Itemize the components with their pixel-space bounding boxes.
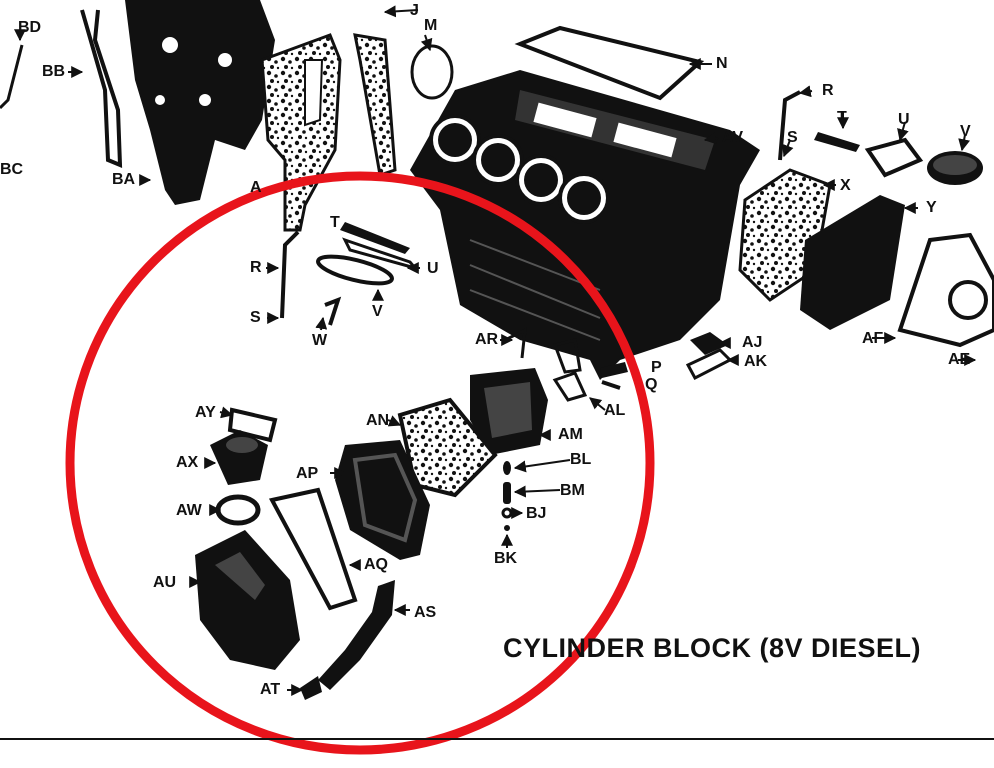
label-ar: AR — [475, 331, 499, 348]
label-v-mid: V — [372, 303, 383, 320]
plug-aj-ak — [685, 332, 733, 381]
clamp-at — [300, 676, 322, 700]
label-j: J — [410, 2, 419, 19]
end-plate-gasket — [260, 33, 397, 232]
label-ay: AY — [195, 404, 216, 421]
label-v-top: V — [960, 123, 971, 140]
diagram-title: CYLINDER BLOCK (8V DIESEL) — [503, 633, 922, 663]
flywheel-gasket-af — [897, 232, 994, 348]
oil-tube-r-mid — [280, 230, 300, 319]
m-ring-seal — [410, 44, 454, 100]
label-r-mid: R — [250, 259, 262, 276]
gasket-ay — [227, 407, 278, 443]
gaskets-al — [552, 338, 588, 402]
oil-tube-r-top — [778, 90, 801, 161]
plug-p-q — [600, 362, 628, 390]
label-au: AU — [153, 574, 177, 591]
gasket-aq — [268, 487, 358, 611]
callout-arrows — [14, 5, 977, 696]
label-ap: AP — [296, 465, 319, 482]
label-bb: BB — [42, 63, 66, 80]
label-bc: BC — [0, 161, 24, 178]
front-gasket-bd — [0, 44, 24, 110]
label-p: P — [651, 359, 662, 376]
label-r-top: R — [822, 82, 834, 99]
label-af: AF — [862, 330, 884, 347]
label-u-mid: U — [427, 260, 439, 277]
label-av: AV — [722, 129, 744, 146]
label-bk: BK — [494, 550, 518, 567]
label-y: Y — [926, 199, 937, 216]
label-an: AN — [366, 412, 390, 429]
cover-ap — [335, 440, 430, 560]
label-bj: BJ — [526, 505, 547, 522]
label-q: Q — [645, 376, 658, 393]
label-t-top: T — [837, 109, 847, 126]
label-u-top: U — [898, 111, 910, 128]
cylinder-block — [410, 70, 760, 380]
label-n: N — [716, 55, 728, 72]
oil-pan-cover-am — [470, 368, 548, 455]
hose-as — [318, 580, 395, 690]
retainer-t-mid — [340, 222, 410, 254]
label-ak: AK — [744, 353, 768, 370]
elbow-ax — [210, 430, 268, 485]
retainer-t-top — [814, 132, 860, 152]
bottom-rule — [0, 738, 994, 740]
label-aq: AQ — [364, 556, 388, 573]
label-bd: BD — [18, 19, 42, 36]
label-ax: AX — [176, 454, 199, 471]
housing-au — [195, 530, 300, 670]
label-a-partial: A — [250, 179, 262, 196]
label-am: AM — [558, 426, 583, 443]
label-aw: AW — [176, 502, 202, 519]
small-parts-bl-bm-bj-bk — [501, 461, 513, 531]
ring-aw — [215, 494, 261, 526]
gasket-u-top — [864, 137, 924, 178]
label-t-mid: T — [330, 214, 340, 231]
label-m: M — [424, 17, 438, 34]
label-bl: BL — [570, 451, 592, 468]
label-at: AT — [260, 681, 281, 698]
front-cover-gasket-left — [80, 9, 123, 169]
cover-v-mid — [316, 254, 394, 286]
front-cover-plate — [125, 0, 275, 205]
label-s-mid: S — [250, 309, 261, 326]
label-ba: BA — [112, 171, 136, 188]
side-plate-y — [800, 195, 905, 330]
cover-v-top — [927, 151, 983, 185]
label-x: X — [840, 177, 851, 194]
label-s-top: S — [787, 129, 798, 146]
label-as: AS — [414, 604, 437, 621]
highlight-circle — [65, 171, 655, 755]
label-ae: AE — [948, 351, 971, 368]
bolt-w — [324, 296, 342, 326]
label-al: AL — [604, 402, 626, 419]
label-aj: AJ — [742, 334, 763, 351]
label-w: W — [312, 332, 328, 349]
label-bm: BM — [560, 482, 585, 499]
